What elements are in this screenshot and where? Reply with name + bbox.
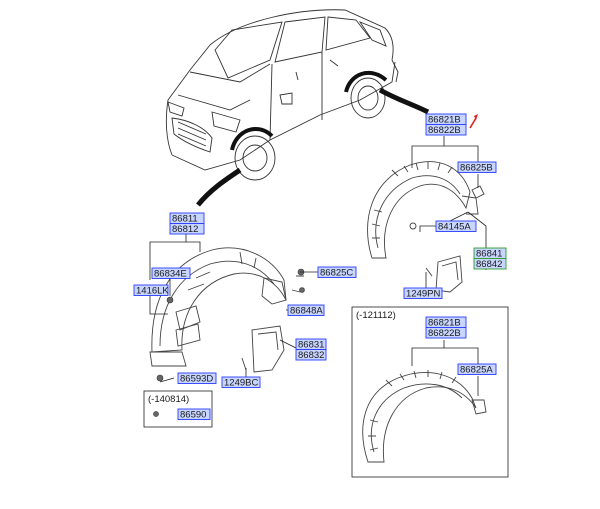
label-86834E-box — [151, 267, 191, 279]
label-86590-text: 86590 — [180, 410, 206, 421]
label-rear-mud-text: 86842 — [476, 259, 502, 270]
label-86825C-text: 86825C — [320, 268, 353, 279]
label-front-group-text: 86811 — [172, 214, 198, 225]
label-84145A-text: 84145A — [438, 222, 471, 233]
variant-box-140814 — [143, 390, 213, 428]
label-86848A-text: 86848A — [290, 306, 323, 317]
rear-mud-guard-illustration — [425, 255, 463, 293]
label-86834E-text: 86834E — [154, 269, 187, 280]
variant-title-121112: (-121112) — [356, 310, 396, 321]
label-86848A-box — [287, 304, 325, 316]
label-86590-box — [177, 408, 211, 420]
label-86825C[interactable]: 86825C — [317, 266, 357, 279]
label-86825A-box — [457, 363, 497, 375]
variant-title-140814: (-140814) — [148, 394, 189, 405]
label-86593D[interactable]: 86593D — [177, 372, 217, 385]
label-86834E[interactable]: 86834E — [151, 267, 191, 280]
label-86593D-box — [177, 372, 217, 384]
label-1249PN[interactable]: 1249PN — [403, 287, 443, 300]
label-86825A-text: 86825A — [460, 365, 493, 376]
label-variant-group-text: 86821B — [428, 318, 461, 329]
label-1416LK[interactable]: 1416LK — [133, 284, 169, 297]
label-1416LK-text: 1416LK — [136, 286, 169, 297]
label-86590[interactable]: 86590 — [177, 408, 211, 421]
label-variant-group-text: 86822B — [428, 328, 461, 339]
label-86825B-text: 86825B — [460, 163, 493, 174]
label-84145A[interactable]: 84145A — [435, 220, 477, 233]
label-front-mud-box — [295, 349, 327, 361]
label-84145A-box — [435, 220, 477, 232]
label-1416LK-box — [133, 284, 169, 296]
label-rear-group-text: 86822B — [428, 125, 461, 136]
label-1249BC-text: 1249BC — [224, 378, 258, 389]
variant-rear-guard-illustration — [362, 370, 487, 463]
label-1249PN-text: 1249PN — [406, 289, 440, 300]
label-86825B-box — [457, 161, 497, 173]
label-rear-group-text: 86821B — [428, 115, 461, 126]
front-wheel-guard-illustration — [149, 247, 304, 367]
label-front-mud-text: 86832 — [298, 350, 324, 361]
label-1249BC-box — [221, 376, 261, 388]
label-front-group-box — [169, 223, 205, 235]
label-rear-mud-text: 86841 — [476, 249, 502, 260]
label-1249PN-box — [403, 287, 443, 299]
label-86825C-box — [317, 266, 357, 278]
front-mud-guard-illustration — [241, 325, 285, 373]
label-rear-mud-box — [473, 258, 507, 270]
clip-icon — [153, 411, 159, 417]
label-86593D-text: 86593D — [180, 374, 213, 385]
label-86825A[interactable]: 86825A — [457, 363, 497, 376]
car-illustration — [165, 9, 399, 181]
label-rear-group-box — [425, 124, 467, 136]
rear-wheel-guard-illustration — [367, 161, 485, 259]
label-86848A[interactable]: 86848A — [287, 304, 325, 317]
label-front-group-text: 86812 — [172, 224, 198, 235]
variant-box-121112 — [351, 306, 509, 478]
label-86825B[interactable]: 86825B — [457, 161, 497, 174]
pointer-arrow — [469, 117, 477, 129]
label-variant-group-box — [425, 327, 467, 339]
front-wheel-leader — [196, 167, 242, 207]
variant-group-leaders — [411, 340, 479, 396]
label-1249BC[interactable]: 1249BC — [221, 376, 261, 389]
rear-wheel-leader — [378, 87, 430, 115]
label-front-mud-text: 86831 — [298, 340, 324, 351]
